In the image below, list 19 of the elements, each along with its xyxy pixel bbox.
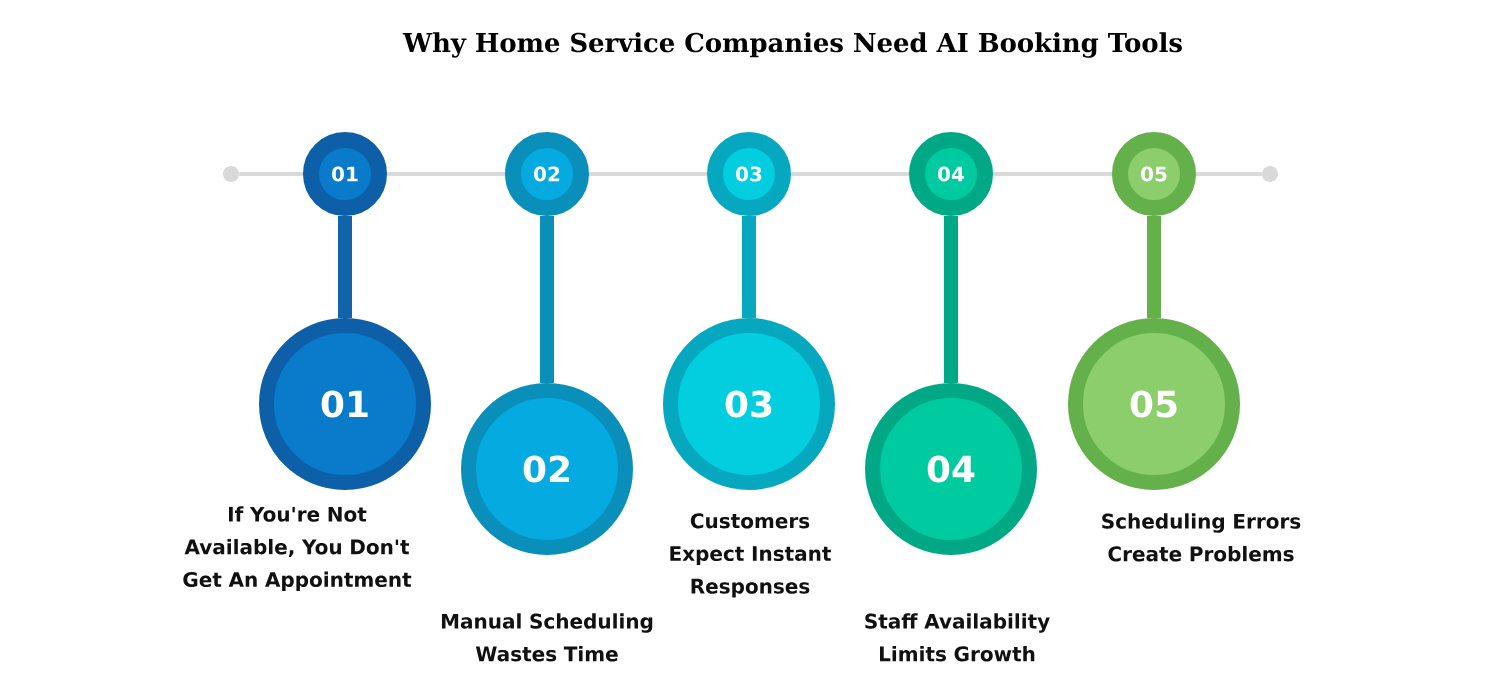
connector-stem: [1147, 216, 1161, 318]
connector-stem: [742, 216, 756, 318]
end-dot: [1262, 166, 1278, 182]
timeline-line: [589, 172, 707, 176]
step-description: Manual Scheduling Wastes Time: [441, 613, 653, 662]
step-description: If You're Not Available, You Don't Get An Appointment: [183, 506, 412, 591]
timeline-line: [1196, 172, 1262, 176]
title: Why Home Service Companies Need AI Booking Tools: [402, 32, 1182, 58]
timeline-line: [387, 172, 505, 176]
timeline-line: [791, 172, 909, 176]
step-description: Staff Availability Limits Growth: [865, 613, 1050, 662]
timeline-line: [239, 172, 303, 176]
connector-stem: [944, 216, 958, 383]
step-description: Customers Expect Instant Responses: [670, 513, 831, 598]
step-description: Scheduling Errors Create Problems: [1102, 513, 1301, 562]
end-dot: [223, 166, 239, 182]
connector-stem: [338, 216, 352, 318]
connector-stem: [540, 216, 554, 383]
timeline-line: [993, 172, 1112, 176]
